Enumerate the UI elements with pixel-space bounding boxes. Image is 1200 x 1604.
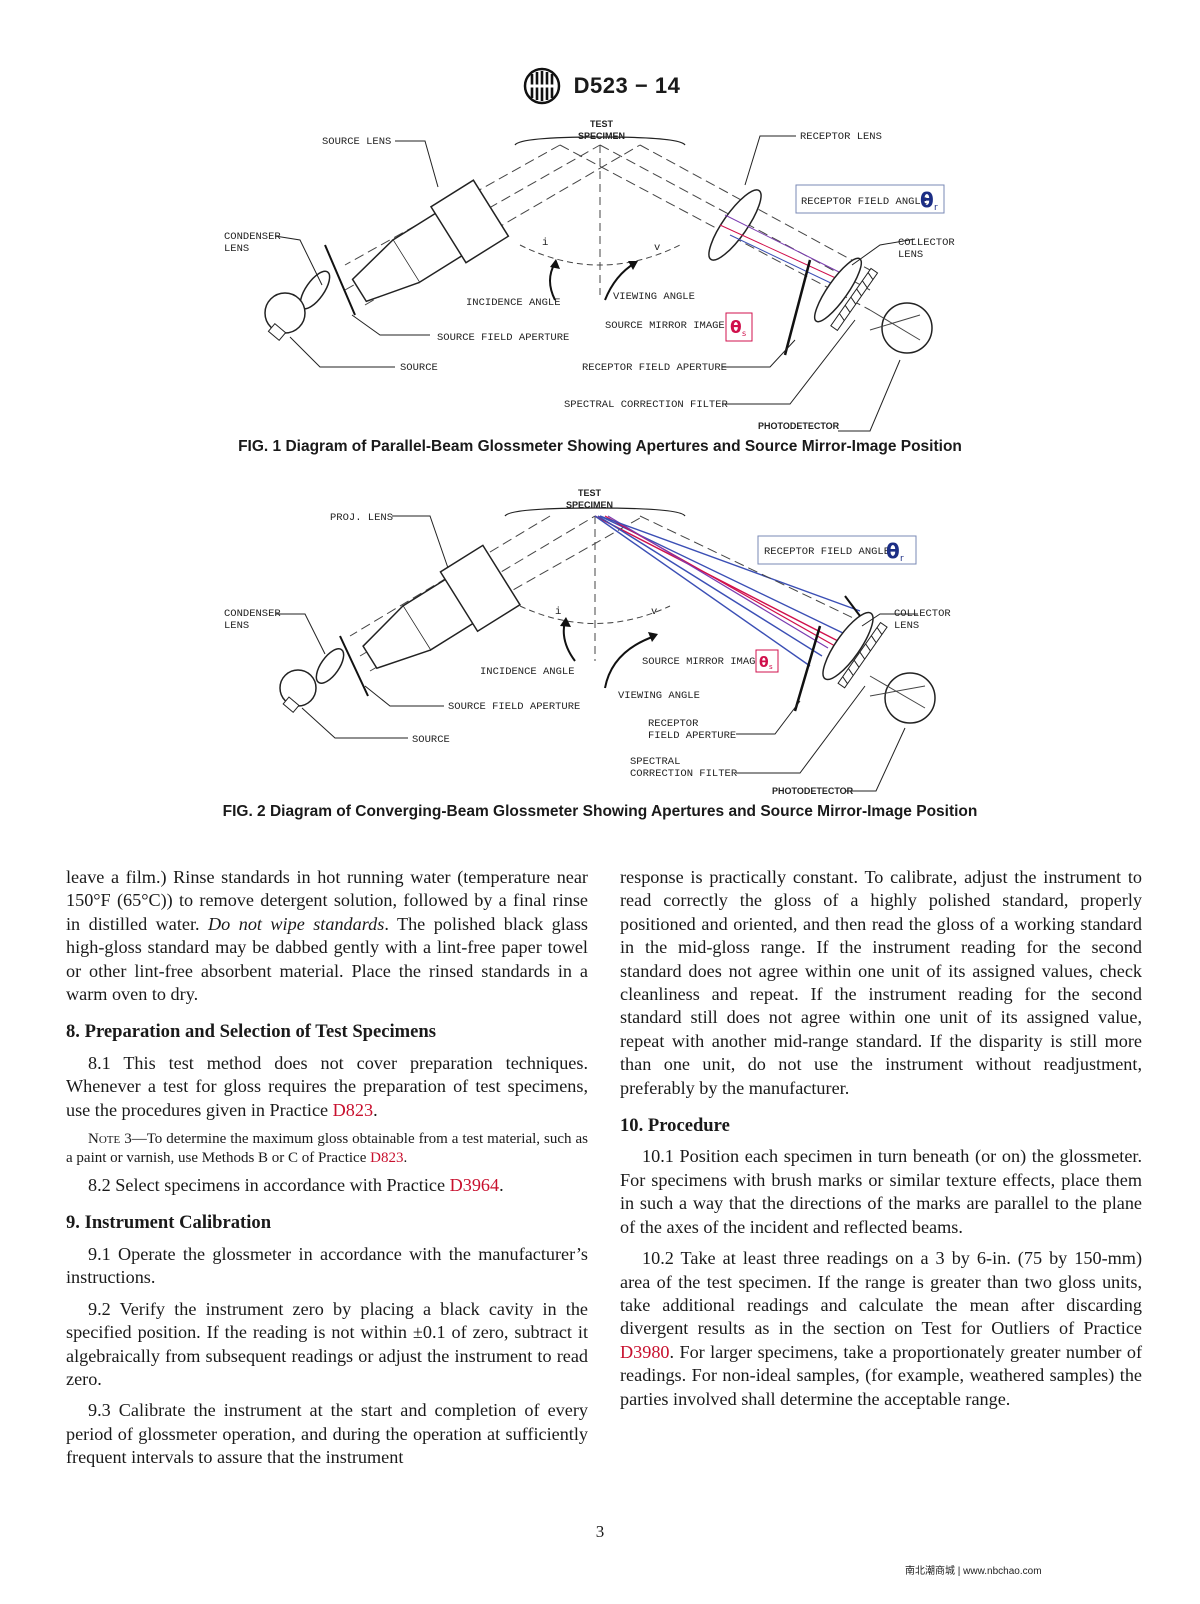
- fig2-label-incidence-angle: INCIDENCE ANGLE: [480, 666, 575, 678]
- fig1-label-source-lens: SOURCE LENS: [322, 136, 391, 148]
- fig2-label-correction-filter: CORRECTION FILTER: [630, 768, 738, 780]
- fig1-theta-s-sub: s: [742, 329, 746, 338]
- fig2-label-proj-lens: PROJ. LENS: [330, 512, 393, 524]
- fig2-label-test: TEST: [578, 488, 602, 498]
- figure-1: TEST SPECIMEN i v: [0, 115, 1200, 435]
- fig2-label-viewing-angle: VIEWING ANGLE: [618, 690, 700, 702]
- fig1-label-condenser: CONDENSER: [224, 231, 281, 243]
- right-column: response is practically constant. To cal…: [620, 866, 1142, 1419]
- fig1-theta-r-sub: r: [934, 203, 938, 213]
- paragraph-9-3: 9.3 Calibrate the instrument at the star…: [66, 1400, 588, 1468]
- fig2-label-spectral: SPECTRAL: [630, 756, 680, 768]
- fig1-label-source-field-aperture: SOURCE FIELD APERTURE: [437, 332, 569, 344]
- fig1-label-spectral-correction-filter: SPECTRAL CORRECTION FILTER: [564, 399, 729, 411]
- fig2-label-specimen: SPECIMEN: [566, 500, 613, 510]
- fig1-label-incidence-angle: INCIDENCE ANGLE: [466, 297, 561, 309]
- fig1-label-receptor-field-angle: RECEPTOR FIELD ANGLE: [801, 196, 927, 208]
- page-number: 3: [595, 1522, 605, 1541]
- link-d823-note[interactable]: D823: [370, 1150, 404, 1167]
- paragraph-8-1: 8.1 This test method does not cover prep…: [66, 1052, 588, 1120]
- fig2-theta-s-sub: s: [769, 663, 773, 671]
- link-d823[interactable]: D823: [332, 1099, 374, 1120]
- fig2-label-collector-lens: LENS: [894, 620, 919, 632]
- fig1-label-v: v: [654, 242, 660, 254]
- fig1-label-photodetector: PHOTODETECTOR: [758, 421, 840, 431]
- fig1-label-specimen: SPECIMEN: [578, 131, 625, 141]
- paragraph-8-2: 8.2 Select specimens in accordance with …: [88, 1175, 504, 1196]
- fig2-theta-r-sub: r: [900, 554, 904, 564]
- left-column: leave a film.) Rinse standards in hot ru…: [66, 866, 588, 1478]
- fig1-label-collector: COLLECTOR: [898, 237, 955, 249]
- fig1-label-condenser-lens: LENS: [224, 243, 249, 255]
- fig2-label-receptor-field-angle: RECEPTOR FIELD ANGLE: [764, 546, 890, 558]
- astm-logo-icon: [523, 67, 560, 105]
- fig2-label-source-field-aperture: SOURCE FIELD APERTURE: [448, 701, 580, 713]
- fig2-theta-r: θ: [886, 539, 900, 563]
- paragraph-rinse: leave a film.) Rinse standards in hot ru…: [66, 867, 589, 1005]
- page-header: D523 − 14: [0, 66, 1200, 106]
- fig2-caption: FIG. 2 Diagram of Converging-Beam Glossm…: [222, 803, 978, 820]
- paragraph-10-2: 10.2 Take at least three readings on a 3…: [620, 1248, 1142, 1409]
- link-d3980[interactable]: D3980: [620, 1341, 670, 1362]
- fig1-label-source-mirror-image: SOURCE MIRROR IMAGE: [605, 320, 725, 332]
- section-9-heading: 9. Instrument Calibration: [66, 1212, 272, 1234]
- document-id: D523 − 14: [573, 73, 681, 98]
- fig2-label-source-mirror-image: SOURCE MIRROR IMAGE: [642, 656, 762, 668]
- fig1-label-test: TEST: [590, 119, 614, 129]
- fig2-label-v: v: [651, 606, 657, 618]
- fig1-label-i: i: [542, 237, 548, 249]
- fig2-label-condenser-lens: LENS: [224, 620, 249, 632]
- fig2-label-photodetector: PHOTODETECTOR: [772, 786, 854, 796]
- fig2-label-source: SOURCE: [412, 734, 450, 746]
- fig1-label-receptor-field-aperture: RECEPTOR FIELD APERTURE: [582, 362, 727, 374]
- note-3: Note 3—To determine the maximum gloss ob…: [66, 1131, 588, 1167]
- fig1-label-source: SOURCE: [400, 362, 438, 374]
- paragraph-9-2: 9.2 Verify the instrument zero by placin…: [66, 1298, 588, 1389]
- fig1-caption: FIG. 1 Diagram of Parallel-Beam Glossmet…: [238, 438, 962, 455]
- fig2-label-receptor: RECEPTOR: [648, 718, 699, 730]
- paragraph-calibrate: response is practically constant. To cal…: [620, 867, 1142, 1098]
- fig2-label-field-aperture: FIELD APERTURE: [648, 730, 736, 742]
- fig2-label-i: i: [555, 606, 561, 618]
- section-8-heading: 8. Preparation and Selection of Test Spe…: [66, 1021, 436, 1043]
- fig2-label-condenser: CONDENSER: [224, 608, 281, 620]
- section-10-heading: 10. Procedure: [620, 1115, 730, 1137]
- fig1-theta-s: θ: [730, 318, 742, 338]
- figure-2: TEST SPECIMEN i v: [0, 486, 1200, 800]
- fig1-label-receptor-lens: RECEPTOR LENS: [800, 131, 882, 143]
- fig1-diagram: TEST SPECIMEN i v: [224, 119, 955, 432]
- paragraph-10-1: 10.1 Position each specimen in turn bene…: [620, 1146, 1142, 1237]
- fig2-label-collector: COLLECTOR: [894, 608, 951, 620]
- watermark: 南北潮商城 | www.nbchao.com: [905, 1566, 1042, 1577]
- link-d3964[interactable]: D3964: [449, 1175, 500, 1196]
- fig1-label-collector-lens: LENS: [898, 249, 923, 261]
- fig2-theta-s: θ: [759, 655, 769, 671]
- paragraph-9-1: 9.1 Operate the glossmeter in accordance…: [66, 1243, 588, 1288]
- fig1-theta-r: θ: [920, 188, 934, 212]
- fig2-diagram: TEST SPECIMEN i v: [224, 488, 951, 796]
- fig1-label-viewing-angle: VIEWING ANGLE: [613, 291, 695, 303]
